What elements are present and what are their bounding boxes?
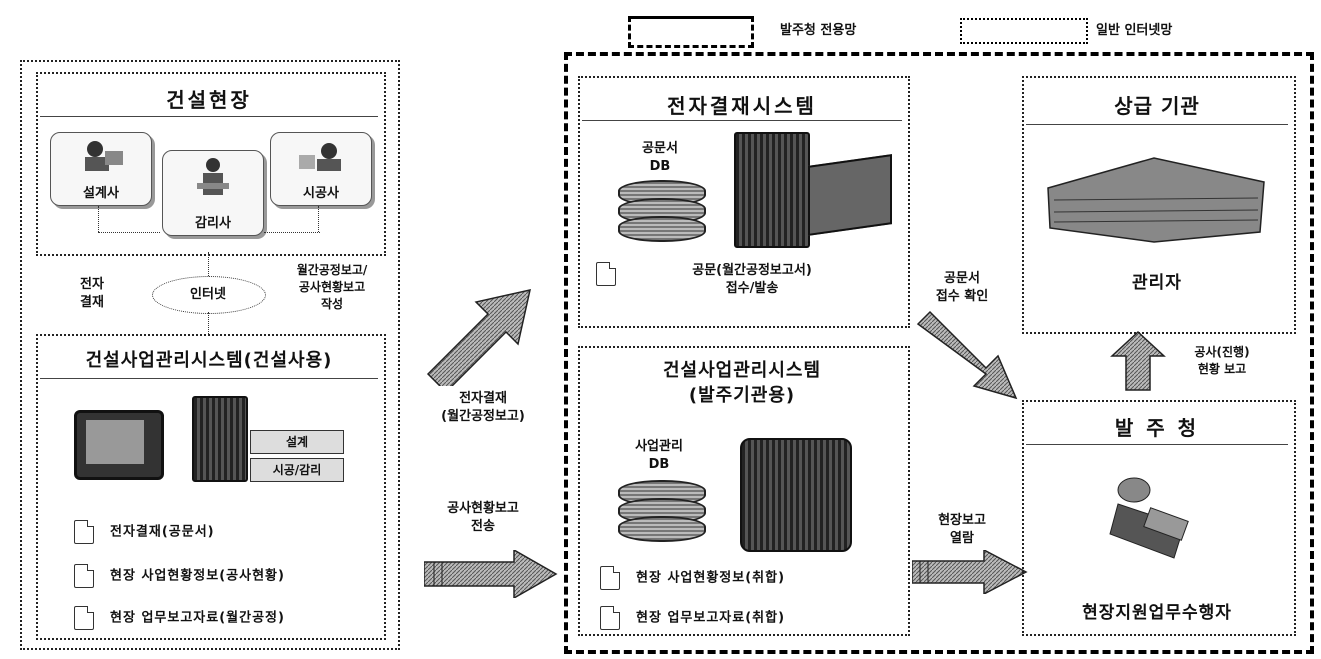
government-building-icon	[1047, 157, 1265, 243]
internet-to-cmis-line	[208, 312, 209, 334]
site-box	[36, 72, 386, 256]
eapproval-box	[578, 76, 910, 328]
document-icon	[600, 566, 620, 590]
client-title: 발 주 청	[1114, 416, 1200, 440]
contractor-to-supervisor-connector	[318, 206, 321, 232]
cmis-site-title: 건설사업관리시스템(건설사용)	[85, 350, 333, 371]
upper-agency-box	[1022, 76, 1296, 334]
site-report-right-arrow	[912, 550, 1028, 594]
progress-arrow-label: 공사(진행) 현황 보고	[1194, 345, 1250, 376]
cmis-client-box	[578, 346, 910, 636]
supervisor-card: 감리사	[162, 150, 264, 236]
upper-diagonal-arrow	[426, 289, 531, 386]
document-icon	[596, 262, 616, 286]
cmis-client-title: 건설사업관리시스템 (발주기관용)	[662, 360, 822, 407]
field-worker-icon	[1109, 477, 1189, 559]
designer-to-supervisor-connector	[98, 232, 160, 233]
client-divider	[1026, 444, 1288, 445]
cmis-client-db-icon	[618, 480, 706, 542]
designer-card: 설계사	[50, 132, 152, 206]
legend-dedicated-label: 발주청 전용망	[780, 23, 857, 38]
server-icon	[192, 396, 248, 482]
site-divider	[40, 116, 378, 117]
contractor-to-supervisor-connector	[264, 232, 320, 233]
cmis-client-doc-1: 현장 사업현황정보(취합)	[600, 566, 785, 590]
cmis-client-doc-1-label: 현장 사업현황정보(취합)	[636, 570, 786, 586]
progress-up-arrow	[1110, 330, 1166, 391]
eapproval-title: 전자결재시스템	[667, 94, 817, 118]
cmis-client-doc-2: 현장 업무보고자료(취합)	[600, 606, 785, 630]
document-icon	[600, 606, 620, 630]
cmis-site-divider	[40, 378, 378, 379]
internet-node-label: 인터넷	[190, 287, 226, 302]
cmis-client-doc-2-label: 현장 업무보고자료(취합)	[636, 610, 786, 626]
eapproval-divider	[582, 120, 902, 121]
cmis-client-server-icon	[740, 438, 852, 552]
eapproval-doc-label: 공문(월간공정보고서) 접수/발송	[692, 263, 812, 297]
field-worker-label: 현장지원업무수행자	[1082, 603, 1232, 623]
cmis-site-doc-3-label: 현장 업무보고자료(월간공정)	[110, 610, 285, 626]
site-to-internet-line	[208, 252, 209, 276]
chip-design: 설계	[250, 430, 344, 454]
cmis-client-db-label: 사업관리 DB	[635, 439, 683, 473]
monitor-screen	[86, 420, 144, 464]
eapproval-server-icon	[734, 132, 810, 248]
internet-cloud	[152, 276, 266, 314]
supervisor-icon	[197, 158, 229, 195]
eapproval-monitor-icon	[808, 154, 892, 236]
document-icon	[74, 520, 94, 544]
cmis-site-doc-1: 전자결재(공문서)	[74, 520, 215, 544]
manager-label: 관리자	[1132, 273, 1182, 293]
designer-icon	[85, 141, 123, 171]
supervisor-label: 감리사	[195, 216, 231, 231]
contractor-card: 시공사	[270, 132, 372, 206]
designer-to-supervisor-connector	[98, 206, 101, 232]
upper-agency-divider	[1026, 124, 1288, 125]
legend-dedicated-swatch	[628, 16, 754, 48]
check-arrow-label: 공문서 접수 확인	[935, 271, 989, 305]
document-icon	[74, 564, 94, 588]
designer-label: 설계사	[83, 186, 119, 201]
cmis-site-doc-1-label: 전자결재(공문서)	[110, 524, 215, 540]
cmis-site-doc-2-label: 현장 사업현황정보(공사현황)	[110, 568, 285, 584]
cmis-site-doc-2: 현장 사업현황정보(공사현황)	[74, 564, 285, 588]
legend-internet-label: 일반 인터넷망	[1096, 23, 1173, 38]
lower-arrow-label: 공사현황보고 전송	[447, 501, 519, 535]
eapproval-db-icon	[618, 180, 706, 242]
construction-site-region	[20, 60, 400, 650]
legend: 발주청 전용망 일반 인터넷망	[620, 14, 1280, 50]
client-network-region	[564, 52, 1314, 654]
cmis-site-doc-3: 현장 업무보고자료(월간공정)	[74, 606, 285, 630]
upper-arrow-label: 전자결재 (월간공정보고)	[441, 391, 525, 425]
site-report-arrow-label: 현장보고 열람	[938, 513, 986, 547]
check-diagonal-arrow	[916, 310, 1018, 400]
legend-internet-swatch	[960, 18, 1088, 44]
eapproval-db-label: 공문서 DB	[642, 141, 678, 175]
lower-right-arrow	[424, 550, 558, 598]
report-label: 월간공정보고/ 공사현황보고 작성	[296, 263, 368, 311]
upper-agency-title: 상급 기관	[1114, 94, 1200, 118]
chip-construction: 시공/감리	[250, 458, 344, 482]
client-box	[1022, 400, 1296, 636]
site-title: 건설현장	[166, 88, 252, 112]
document-icon	[74, 606, 94, 630]
cmis-site-box	[36, 334, 386, 640]
contractor-label: 시공사	[303, 186, 339, 201]
approval-label: 전자 결재	[80, 277, 104, 311]
contractor-icon	[299, 143, 341, 171]
